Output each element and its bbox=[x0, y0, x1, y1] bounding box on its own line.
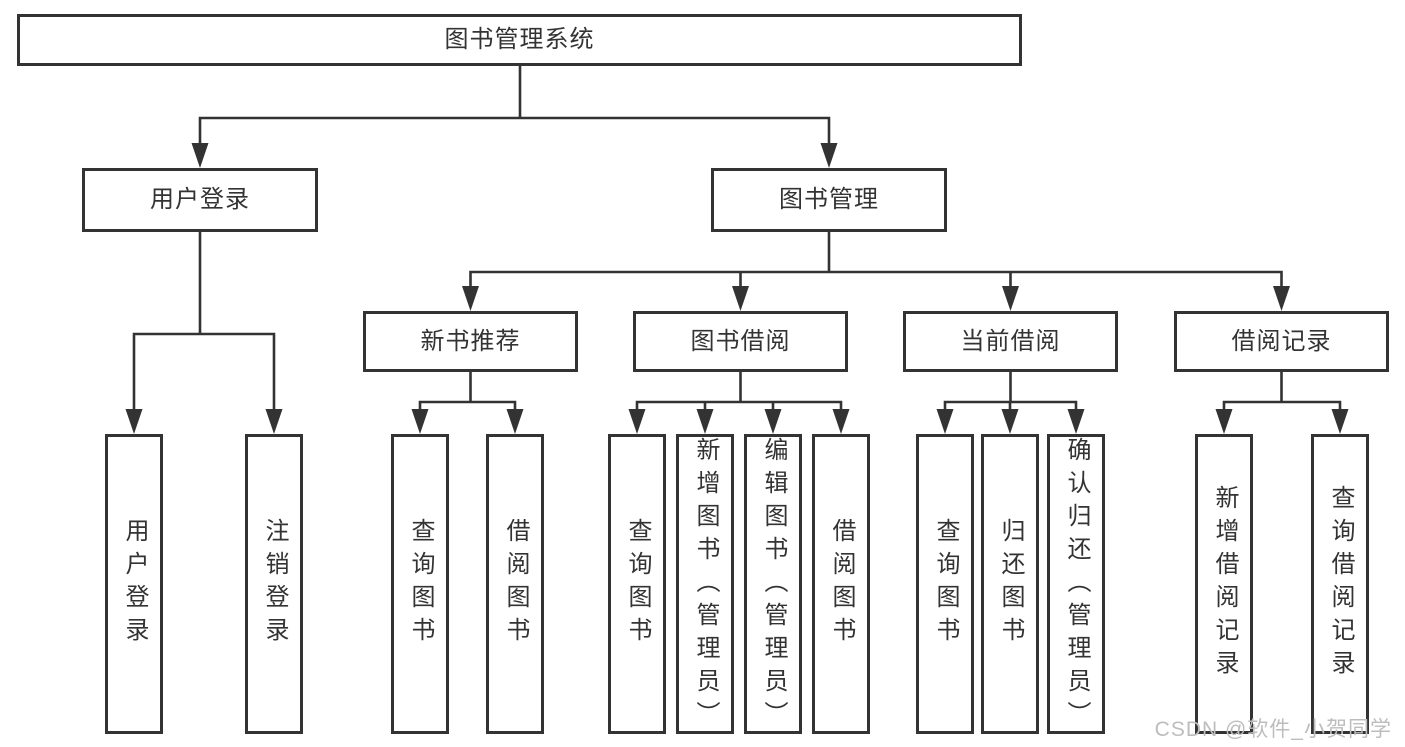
node-leaf-borrowing-add-books-admin: 新增图书（管理员） bbox=[676, 434, 734, 734]
connector-line bbox=[1222, 370, 1342, 417]
arrow-down-icon bbox=[462, 286, 479, 311]
arrow-down-icon bbox=[125, 409, 143, 434]
node-label: 确认归还（管理员） bbox=[1063, 437, 1090, 734]
node-label: 查询借阅记录 bbox=[1327, 485, 1354, 683]
connector-current-borrowing-children bbox=[936, 370, 1085, 434]
connector-line bbox=[198, 64, 831, 148]
connector-user-login-children bbox=[125, 230, 283, 434]
node-leaf-borrowing-edit-books-admin: 编辑图书（管理员） bbox=[744, 434, 802, 734]
arrow-down-icon bbox=[696, 409, 714, 434]
arrow-down-icon bbox=[1273, 286, 1290, 311]
arrow-down-icon bbox=[506, 409, 524, 434]
connector-line bbox=[943, 370, 1078, 417]
arrow-down-icon bbox=[191, 143, 209, 168]
node-leaf-borrowing-query-books: 查询图书 bbox=[608, 434, 666, 734]
connector-line bbox=[418, 370, 517, 417]
node-leaf-newbooks-query-books: 查询图书 bbox=[391, 434, 449, 734]
node-leaf-current-return-books: 归还图书 bbox=[981, 434, 1039, 734]
arrow-down-icon bbox=[732, 286, 749, 311]
node-leaf-records-add-borrow-record: 新增借阅记录 bbox=[1195, 434, 1253, 734]
arrow-down-icon bbox=[411, 409, 429, 434]
node-label: 归还图书 bbox=[997, 518, 1024, 650]
node-label: 借阅图书 bbox=[502, 518, 529, 650]
node-leaf-borrowing-borrow-books: 借阅图书 bbox=[812, 434, 870, 734]
node-leaf-current-confirm-return-admin: 确认归还（管理员） bbox=[1047, 434, 1105, 734]
node-current-borrowing: 当前借阅 bbox=[903, 311, 1118, 372]
node-book-management: 图书管理 bbox=[711, 168, 947, 232]
arrow-down-icon bbox=[628, 409, 646, 434]
arrow-down-icon bbox=[832, 409, 850, 434]
csdn-watermark: CSDN @软件_小贺同学 bbox=[1154, 718, 1392, 741]
node-label: 新增借阅记录 bbox=[1211, 485, 1238, 683]
connector-borrowing-records-children bbox=[1215, 370, 1349, 434]
arrow-down-icon bbox=[764, 409, 782, 434]
arrow-down-icon bbox=[1002, 286, 1019, 311]
node-leaf-records-query-borrow-record: 查询借阅记录 bbox=[1311, 434, 1369, 734]
node-label: 查询图书 bbox=[932, 518, 959, 650]
node-label: 查询图书 bbox=[624, 518, 651, 650]
node-label: 借阅图书 bbox=[828, 518, 855, 650]
connector-book-borrowing-children bbox=[628, 370, 850, 434]
node-label: 查询图书 bbox=[407, 518, 434, 650]
node-root-library-system: 图书管理系统 bbox=[17, 14, 1022, 66]
node-new-book-recommend: 新书推荐 bbox=[363, 311, 578, 372]
connector-line bbox=[132, 230, 276, 417]
arrow-down-icon bbox=[820, 143, 838, 168]
arrow-down-icon bbox=[1067, 409, 1085, 434]
node-leaf-newbooks-borrow-books: 借阅图书 bbox=[486, 434, 544, 734]
node-label: 用户登录 bbox=[121, 518, 148, 650]
connector-new-books-children bbox=[411, 370, 524, 434]
node-user-login: 用户登录 bbox=[82, 168, 318, 232]
node-book-borrowing: 图书借阅 bbox=[633, 311, 848, 372]
connector-line bbox=[635, 370, 843, 417]
node-label: 编辑图书（管理员） bbox=[760, 437, 787, 734]
connector-book-management-children bbox=[462, 230, 1290, 311]
arrow-down-icon bbox=[1331, 409, 1349, 434]
node-leaf-current-query-books: 查询图书 bbox=[916, 434, 974, 734]
arrow-down-icon bbox=[1215, 409, 1233, 434]
connector-line bbox=[469, 230, 1283, 293]
node-leaf-user-login: 用户登录 bbox=[105, 434, 163, 734]
node-label: 注销登录 bbox=[261, 518, 288, 650]
arrow-down-icon bbox=[936, 409, 954, 434]
arrow-down-icon bbox=[265, 409, 283, 434]
node-leaf-logout: 注销登录 bbox=[245, 434, 303, 734]
node-label: 新增图书（管理员） bbox=[692, 437, 719, 734]
arrow-down-icon bbox=[1001, 409, 1019, 434]
node-borrowing-records: 借阅记录 bbox=[1174, 311, 1389, 372]
connector-root-to-level2 bbox=[191, 64, 838, 168]
